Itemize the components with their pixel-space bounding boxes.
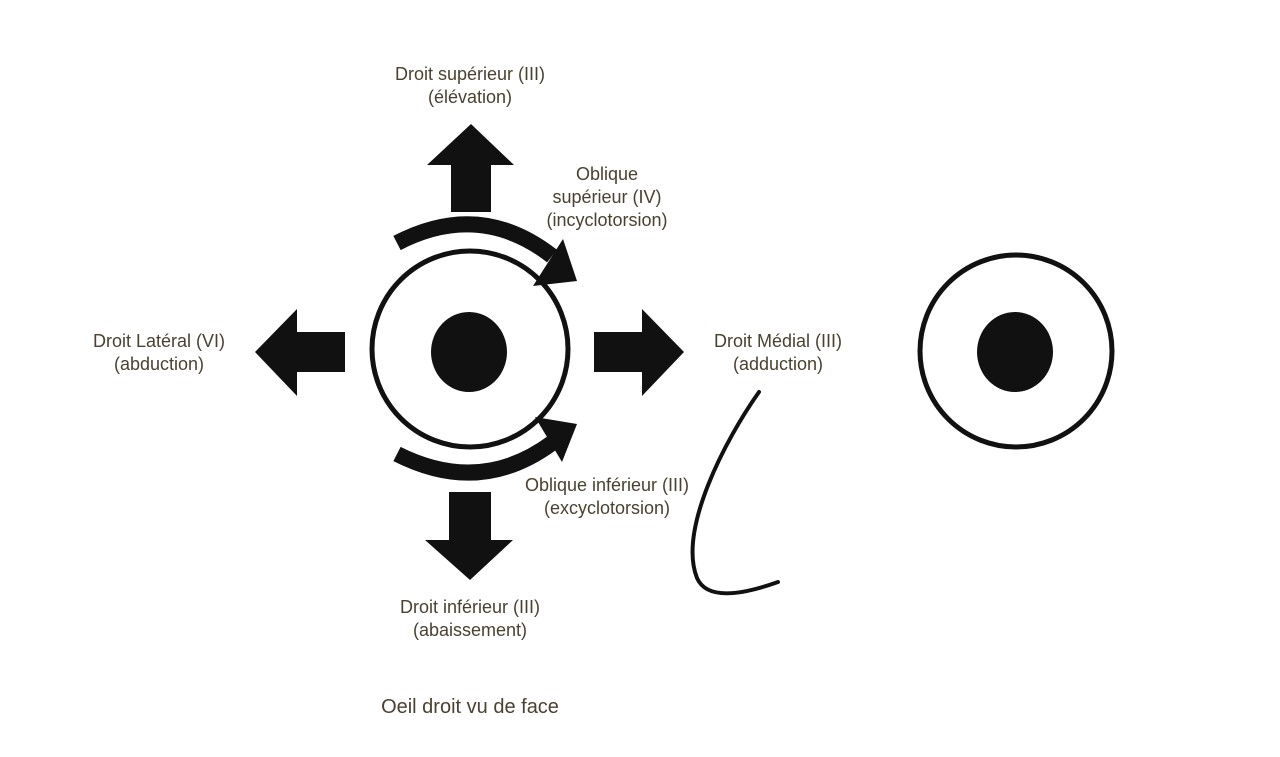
eyeball-outline xyxy=(369,248,571,450)
diagram-caption: Oeil droit vu de face xyxy=(381,696,559,718)
label-superior-oblique-line3: (incyclotorsion) xyxy=(546,210,668,230)
arrow-up-icon xyxy=(427,124,514,212)
label-inferior-rectus: Droit inférieur (III) (abaissement) xyxy=(400,596,540,642)
label-inferior-rectus-line1: Droit inférieur (III) xyxy=(399,597,541,617)
label-superior-rectus-line2: (élévation) xyxy=(427,87,513,107)
label-medial-rectus: Droit Médial (III) (adduction) xyxy=(714,330,842,376)
label-lateral-rectus: Droit Latéral (VI) (abduction) xyxy=(93,330,225,376)
label-lateral-rectus-line2: (abduction) xyxy=(113,354,205,374)
label-superior-rectus-line1: Droit supérieur (III) xyxy=(394,64,546,84)
label-superior-oblique-line2: supérieur (IV) xyxy=(552,187,662,207)
curved-arrow-bottom-icon xyxy=(393,436,557,481)
pupil xyxy=(431,312,507,392)
label-lateral-rectus-line1: Droit Latéral (VI) xyxy=(92,331,226,351)
label-inferior-oblique: Oblique inférieur (III) (excyclotorsion) xyxy=(525,474,689,520)
curved-arrow-top-icon xyxy=(393,216,557,263)
label-medial-rectus-line2: (adduction) xyxy=(732,354,824,374)
hand-drawn-stroke xyxy=(690,390,780,596)
label-superior-rectus: Droit supérieur (III) (élévation) xyxy=(395,63,545,109)
pupil-right xyxy=(977,312,1053,392)
arrow-right-icon xyxy=(594,309,684,396)
label-superior-oblique-line1: Oblique xyxy=(575,164,639,184)
label-superior-oblique: Oblique supérieur (IV) (incyclotorsion) xyxy=(546,163,667,232)
arrow-down-icon xyxy=(425,492,513,580)
eye-outline-right xyxy=(917,252,1115,450)
arrow-left-icon xyxy=(255,309,345,396)
label-inferior-rectus-line2: (abaissement) xyxy=(412,620,528,640)
curved-arrow-top-head xyxy=(533,239,577,286)
label-inferior-oblique-line1: Oblique inférieur (III) xyxy=(524,475,690,495)
curved-arrow-bottom-head xyxy=(535,417,577,462)
label-medial-rectus-line1: Droit Médial (III) xyxy=(713,331,843,351)
label-inferior-oblique-line2: (excyclotorsion) xyxy=(543,498,671,518)
